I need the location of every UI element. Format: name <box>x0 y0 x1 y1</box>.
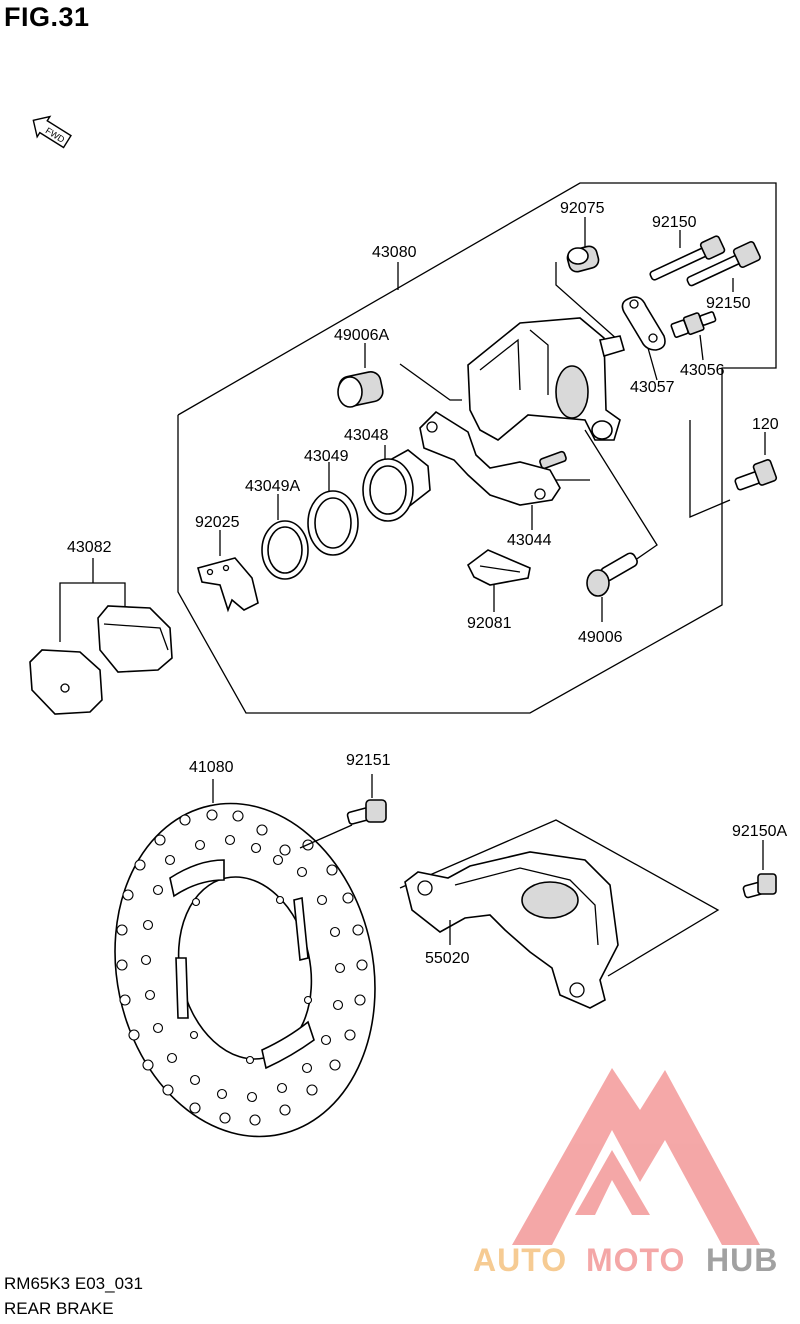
boot-49006a <box>337 371 384 408</box>
part-label: 43056 <box>680 362 725 379</box>
bolt-49006 <box>586 552 638 597</box>
part-label: 43049 <box>304 448 349 465</box>
piston-43048 <box>362 449 431 522</box>
part-label: 92150 <box>652 214 697 231</box>
spring-92025 <box>197 557 259 613</box>
watermark-word-3: HUB <box>706 1242 778 1278</box>
figure-code: RM65K3 E03_031 <box>4 1274 143 1293</box>
bracket-43044 <box>419 410 567 506</box>
caliper-body-43080 <box>467 317 625 441</box>
bolt-92151 <box>299 774 387 849</box>
part-label: 55020 <box>425 950 470 967</box>
fwd-arrow-icon: FWD <box>32 115 72 149</box>
part-label: 49006A <box>334 327 389 344</box>
watermark-logo: AUTO MOTO HUB <box>473 1068 778 1278</box>
part-label: 43080 <box>372 244 417 261</box>
part-label: 92081 <box>467 615 512 632</box>
screw-120 <box>734 459 778 491</box>
part-label: 92025 <box>195 514 240 531</box>
triangle-logo-icon <box>512 1068 760 1245</box>
figure-title: FIG.31 <box>4 2 90 32</box>
part-label: 92151 <box>346 752 391 769</box>
leader-lines-upper <box>219 217 766 622</box>
part-label: 92150A <box>732 823 787 840</box>
pin-92150-right <box>686 240 761 287</box>
brake-pad-43082-rear <box>29 649 103 715</box>
figure-name: REAR BRAKE <box>4 1299 114 1318</box>
part-label: 92150 <box>706 295 751 312</box>
part-labels: 92075 92150 43080 92150 49006A 43057 430… <box>67 200 787 967</box>
caliper-assembly-outline <box>177 182 777 714</box>
part-label: 120 <box>752 416 779 433</box>
part-label: 41080 <box>189 759 234 776</box>
bolt-92150a <box>742 840 777 899</box>
bleeder-cap-43057 <box>621 296 666 351</box>
disc-holes <box>116 809 368 1126</box>
pin-92150-left <box>649 235 726 281</box>
brake-pad-43082-front <box>97 605 173 673</box>
part-label: 43048 <box>344 427 389 444</box>
boot-92075 <box>566 245 600 273</box>
part-label: 43044 <box>507 532 552 549</box>
pad-spring-92081 <box>466 549 531 586</box>
seal-43049 <box>307 490 359 556</box>
seal-43049a <box>261 520 309 580</box>
part-label: 43057 <box>630 379 675 396</box>
part-label: 92075 <box>560 200 605 217</box>
caliper-bracket-55020 <box>399 819 720 1009</box>
part-label: 43082 <box>67 539 112 556</box>
part-label: 43049A <box>245 478 300 495</box>
part-label: 49006 <box>578 629 623 646</box>
watermark-word-2: MOTO <box>586 1242 685 1278</box>
watermark-word-1: AUTO <box>473 1242 567 1278</box>
brake-disc-41080 <box>114 779 376 1138</box>
bleeder-valve-43056 <box>670 311 717 338</box>
